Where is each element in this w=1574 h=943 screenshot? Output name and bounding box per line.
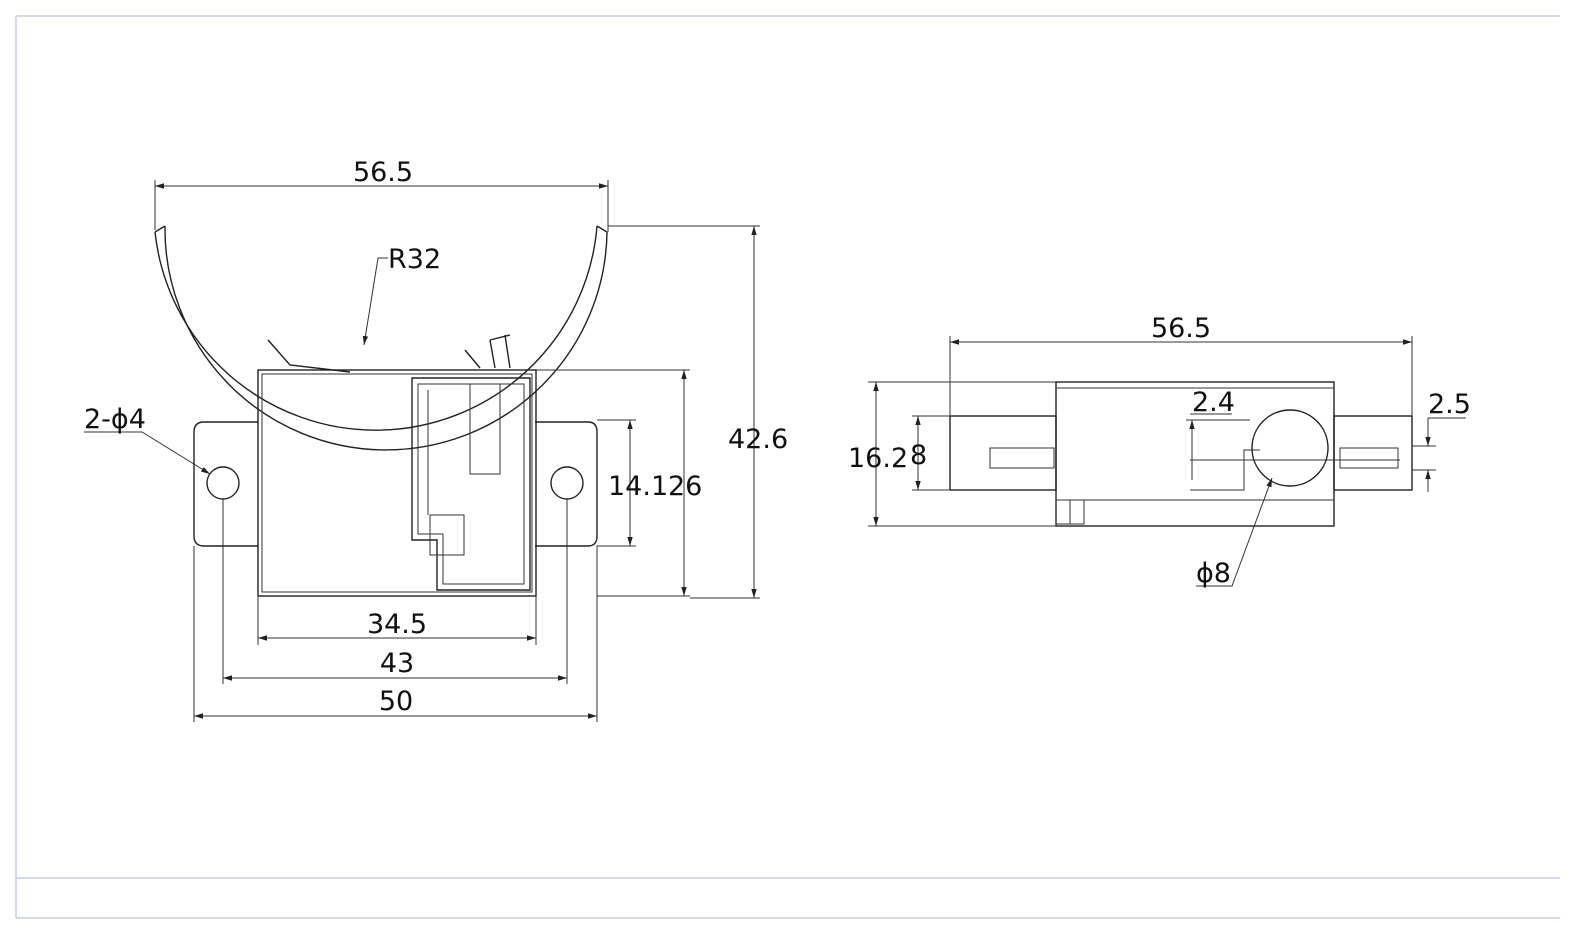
side-view: 56.5 16.2 8 2.4 2.5 ϕ8 (848, 313, 1471, 589)
left-flange (193, 421, 258, 547)
frame-border (15, 15, 1560, 919)
pin-label: 2.5 (1428, 389, 1471, 420)
side-width-label: 56.5 (1151, 313, 1211, 344)
holes-label: 2-ϕ4 (84, 404, 146, 435)
flange-width-label: 50 (379, 686, 413, 717)
offset-label: 2.4 (1192, 387, 1235, 418)
body-width-label: 34.5 (367, 609, 427, 640)
side-right-flange (1333, 415, 1413, 491)
hole-pitch-label: 43 (380, 648, 414, 679)
overall-height-label: 42.6 (728, 424, 788, 455)
side-height-label: 16.2 (848, 443, 908, 474)
hole-spacing-label: 14.1 (608, 471, 668, 502)
diameter-label: ϕ8 (1196, 558, 1231, 589)
side-left-flange (949, 415, 1057, 491)
right-hole (550, 466, 584, 500)
left-hole (206, 466, 240, 500)
front-view: 56.5 R32 2-ϕ4 14.1 26 42.6 34.5 43 (84, 157, 788, 722)
slot-height-label: 8 (910, 440, 927, 471)
main-body (257, 369, 537, 597)
front-width-top-label: 56.5 (353, 157, 413, 188)
right-flange (535, 421, 598, 547)
radius-label: R32 (388, 244, 441, 275)
side-round-hole (1251, 409, 1329, 487)
body-height-label: 26 (668, 471, 702, 502)
